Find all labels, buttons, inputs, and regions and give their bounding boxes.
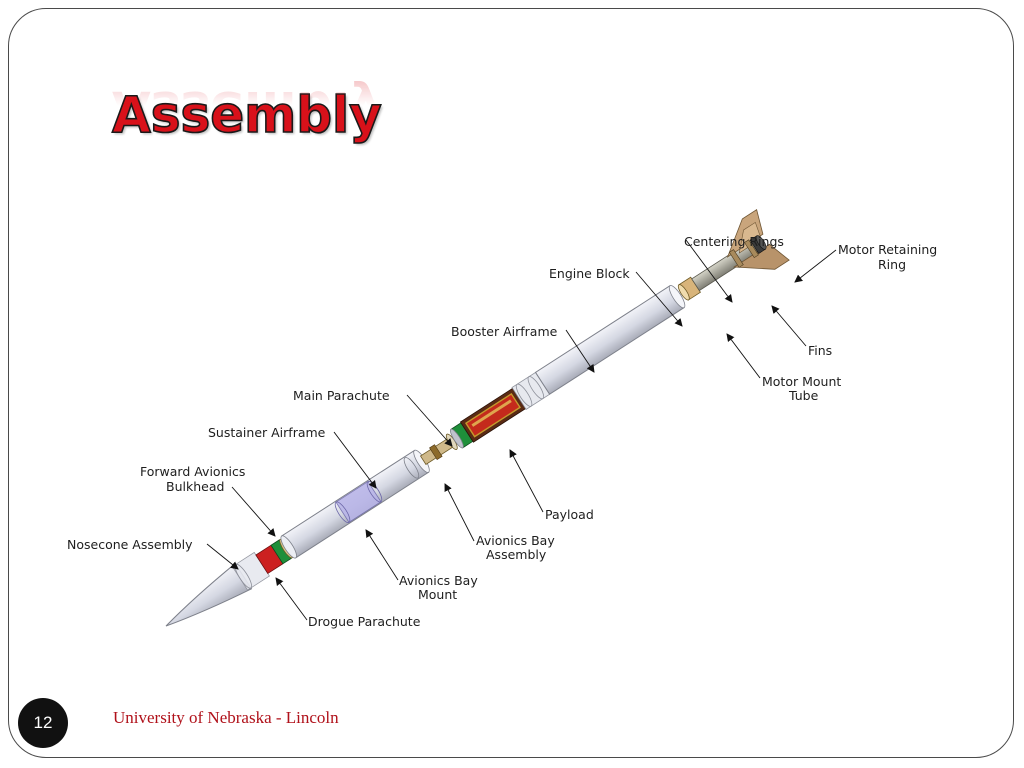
label-payload: Payload (545, 507, 594, 522)
label-engine-block: Engine Block (549, 266, 630, 281)
label-avionics-bay-mount-line1: Avionics Bay (399, 573, 478, 588)
slide-title: Assembly (111, 85, 382, 145)
page-number-badge: 12 (18, 698, 68, 748)
label-avionics-bay-assembly-line2: Assembly (486, 547, 547, 562)
label-avionics-bay-mount-line2: Mount (418, 587, 457, 602)
slide-frame (8, 8, 1014, 758)
label-main-parachute: Main Parachute (293, 388, 390, 403)
callout-labels: Centering Rings Motor Retaining Ring Eng… (67, 234, 937, 629)
slide-title-container: Assembly Assembly (111, 80, 412, 174)
label-nosecone-assembly: Nosecone Assembly (67, 537, 193, 552)
footer-institution: University of Nebraska - Lincoln (113, 708, 339, 727)
label-motor-retaining-ring-line1: Motor Retaining (838, 242, 937, 257)
label-motor-mount-tube-line1: Motor Mount (762, 374, 841, 389)
label-forward-avionics-bulkhead-line2: Bulkhead (166, 479, 224, 494)
centering-rings (728, 249, 744, 268)
label-motor-retaining-ring-line2: Ring (878, 257, 906, 272)
label-fins: Fins (808, 343, 832, 358)
leader-lines (206, 239, 837, 621)
label-avionics-bay-assembly-line1: Avionics Bay (476, 533, 555, 548)
label-centering-rings: Centering Rings (684, 234, 784, 249)
label-sustainer-airframe: Sustainer Airframe (208, 425, 326, 440)
rocket-body (165, 209, 790, 627)
label-motor-mount-tube-line2: Tube (788, 388, 819, 403)
page-number: 12 (33, 713, 53, 732)
label-booster-airframe: Booster Airframe (451, 324, 558, 339)
label-drogue-parachute: Drogue Parachute (308, 614, 421, 629)
label-forward-avionics-bulkhead-line1: Forward Avionics (140, 464, 245, 479)
